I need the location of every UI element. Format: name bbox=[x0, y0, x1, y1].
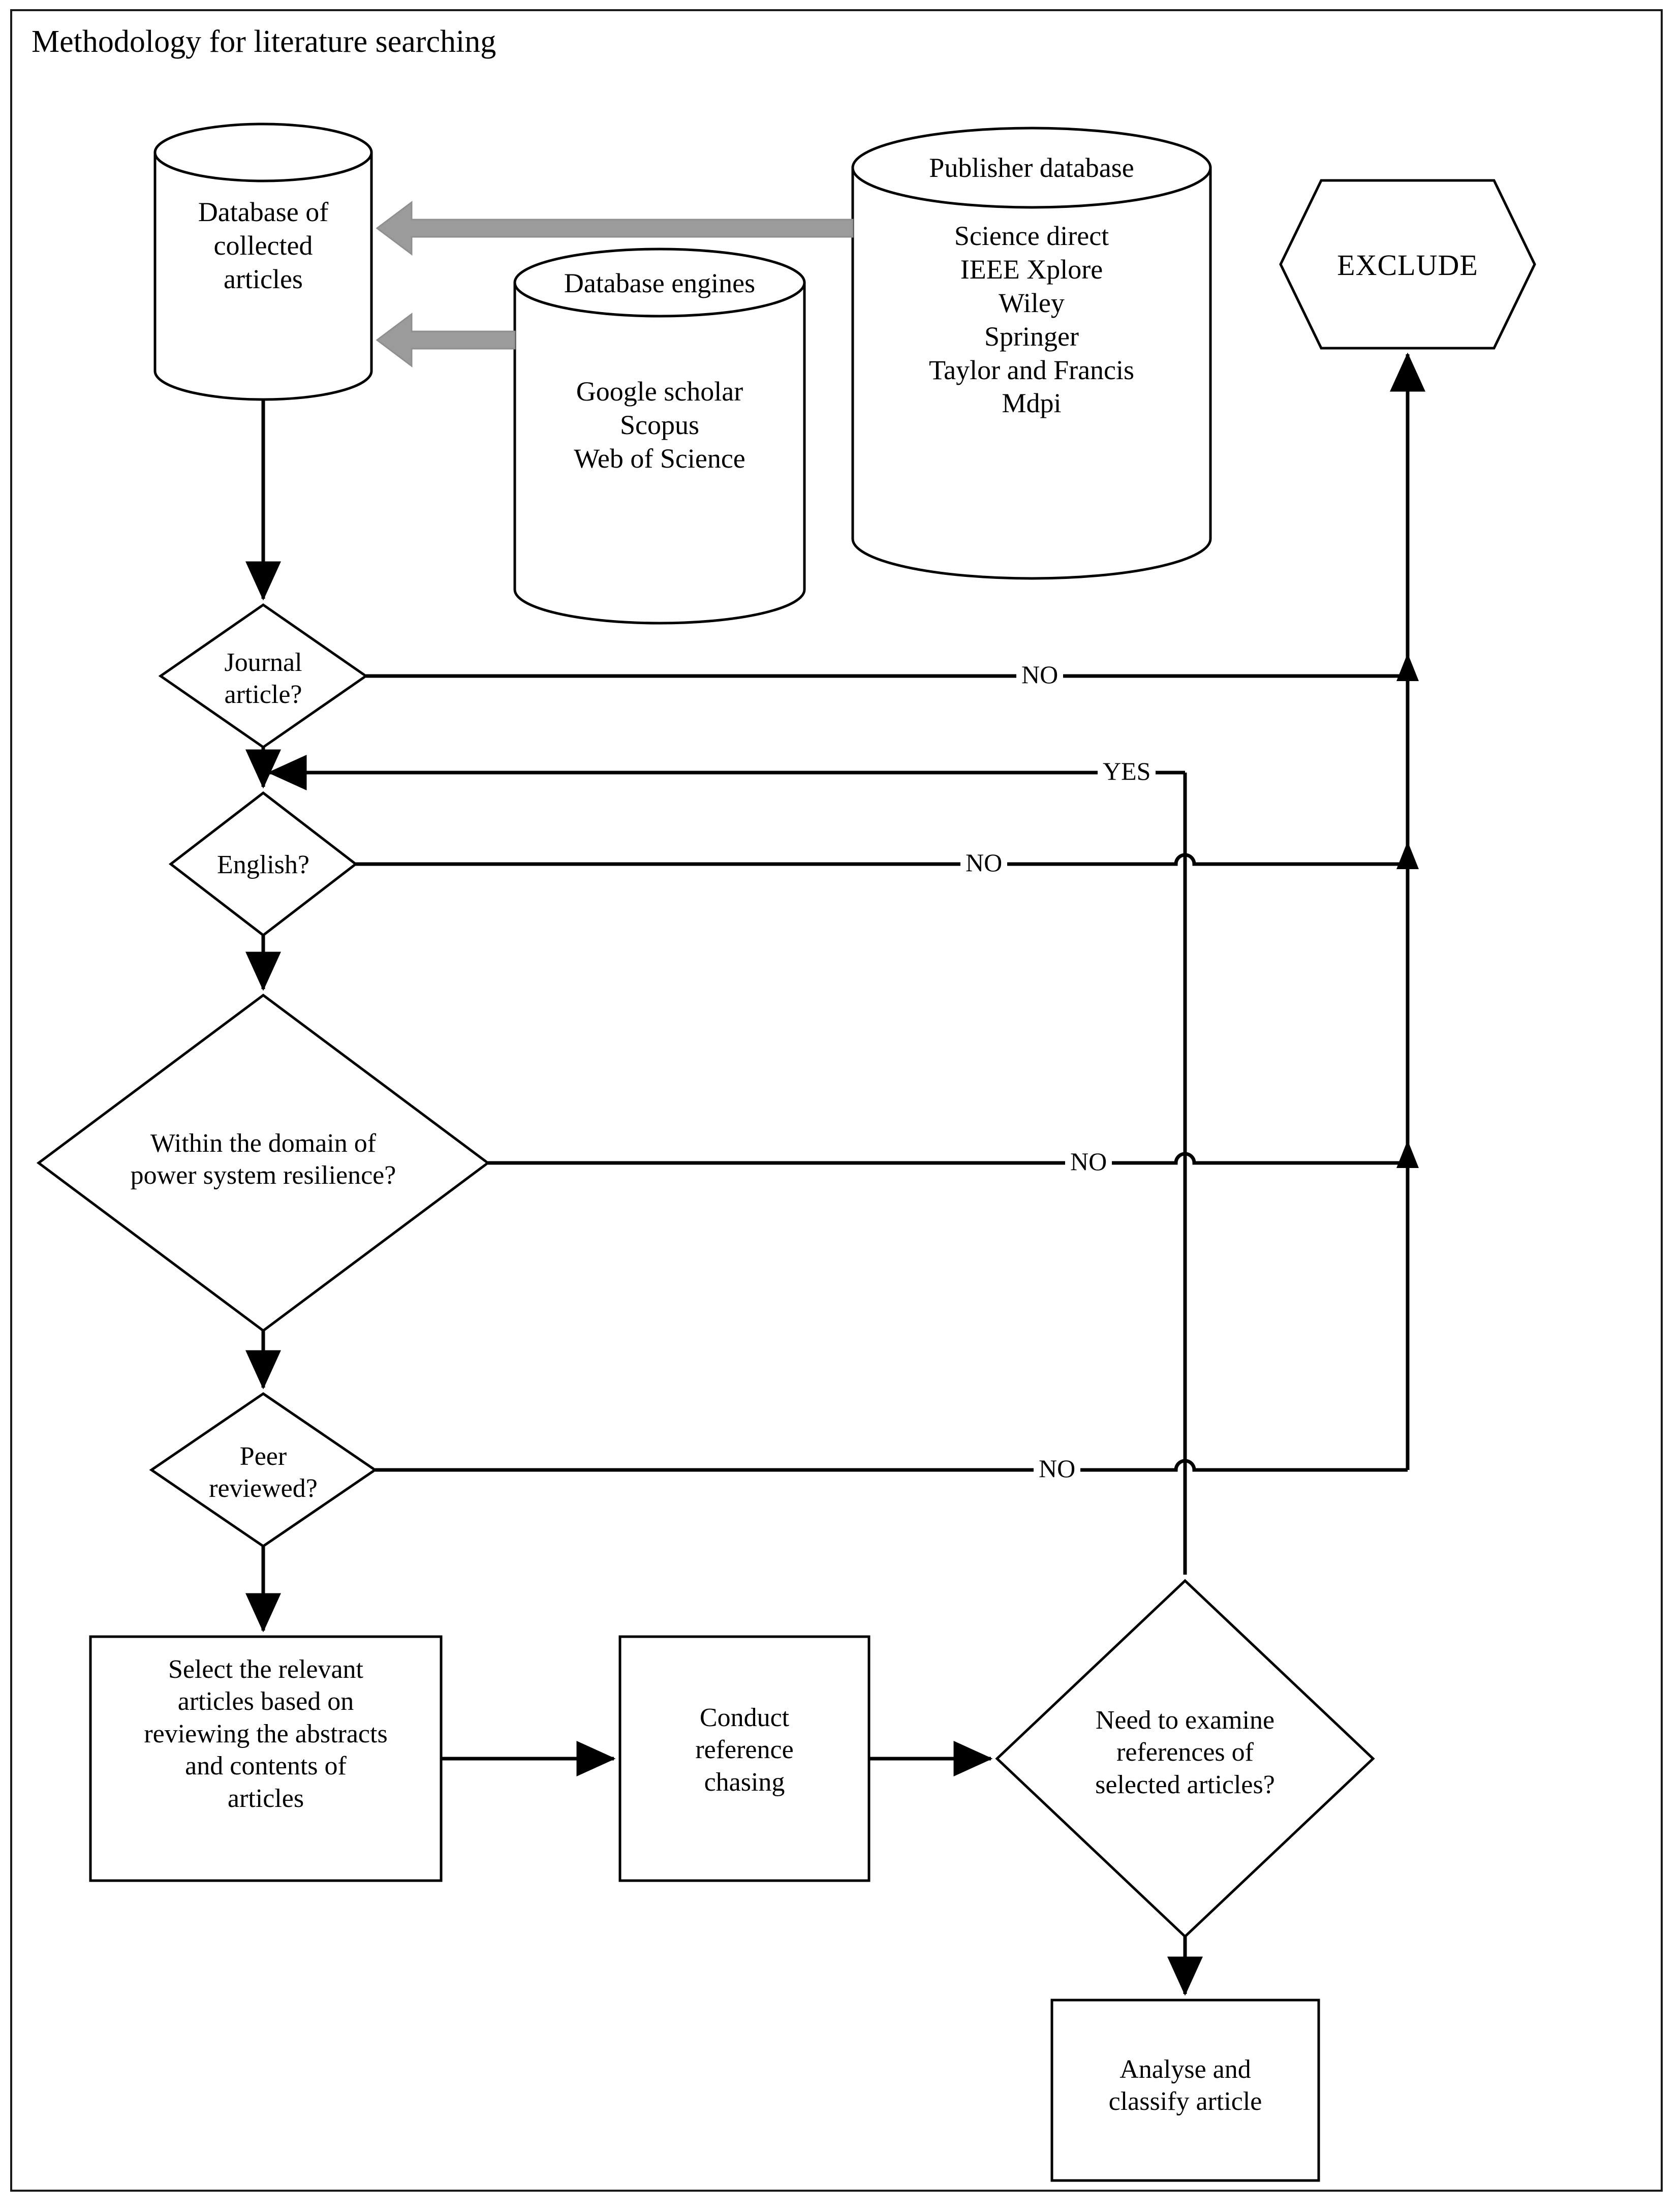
figure-title: Methodology for literature searching bbox=[32, 24, 496, 59]
edge-label-domain-no: NO bbox=[1065, 1147, 1112, 1176]
select-articles-box-shape bbox=[89, 1635, 443, 1882]
reference-chasing-box-shape bbox=[618, 1635, 870, 1882]
edge-label-journal-no: NO bbox=[1016, 660, 1064, 689]
edge-peer-no bbox=[375, 1459, 1408, 1472]
analyse-classify-box-shape bbox=[1050, 1999, 1320, 2182]
english-diamond-shape bbox=[168, 791, 358, 937]
collected-articles-cylinder-shape bbox=[153, 122, 373, 401]
publisher-database-cylinder-shape bbox=[851, 127, 1212, 580]
examine-references-diamond-shape bbox=[995, 1579, 1375, 1939]
peer-reviewed-diamond-shape bbox=[149, 1392, 378, 1548]
edge-english-no bbox=[356, 853, 1408, 866]
edge-label-english-no: NO bbox=[960, 848, 1008, 877]
edge-domain-no bbox=[488, 1152, 1408, 1165]
edge-label-peer-no: NO bbox=[1034, 1454, 1081, 1483]
gray-arrow-publisher-to-collected bbox=[376, 201, 854, 256]
domain-diamond-shape bbox=[36, 993, 490, 1333]
arrowhead-domain-no-merge bbox=[1396, 1140, 1419, 1168]
arrowhead-english-no-merge bbox=[1396, 841, 1419, 869]
gray-arrow-engines-to-collected bbox=[376, 313, 516, 367]
database-engines-cylinder-shape bbox=[513, 248, 806, 625]
edge-label-examine-yes: YES bbox=[1098, 756, 1156, 786]
arrowhead-journal-no-merge bbox=[1396, 653, 1419, 681]
exclude-hexagon-shape bbox=[1279, 179, 1536, 350]
journal-article-diamond-shape bbox=[158, 603, 368, 749]
